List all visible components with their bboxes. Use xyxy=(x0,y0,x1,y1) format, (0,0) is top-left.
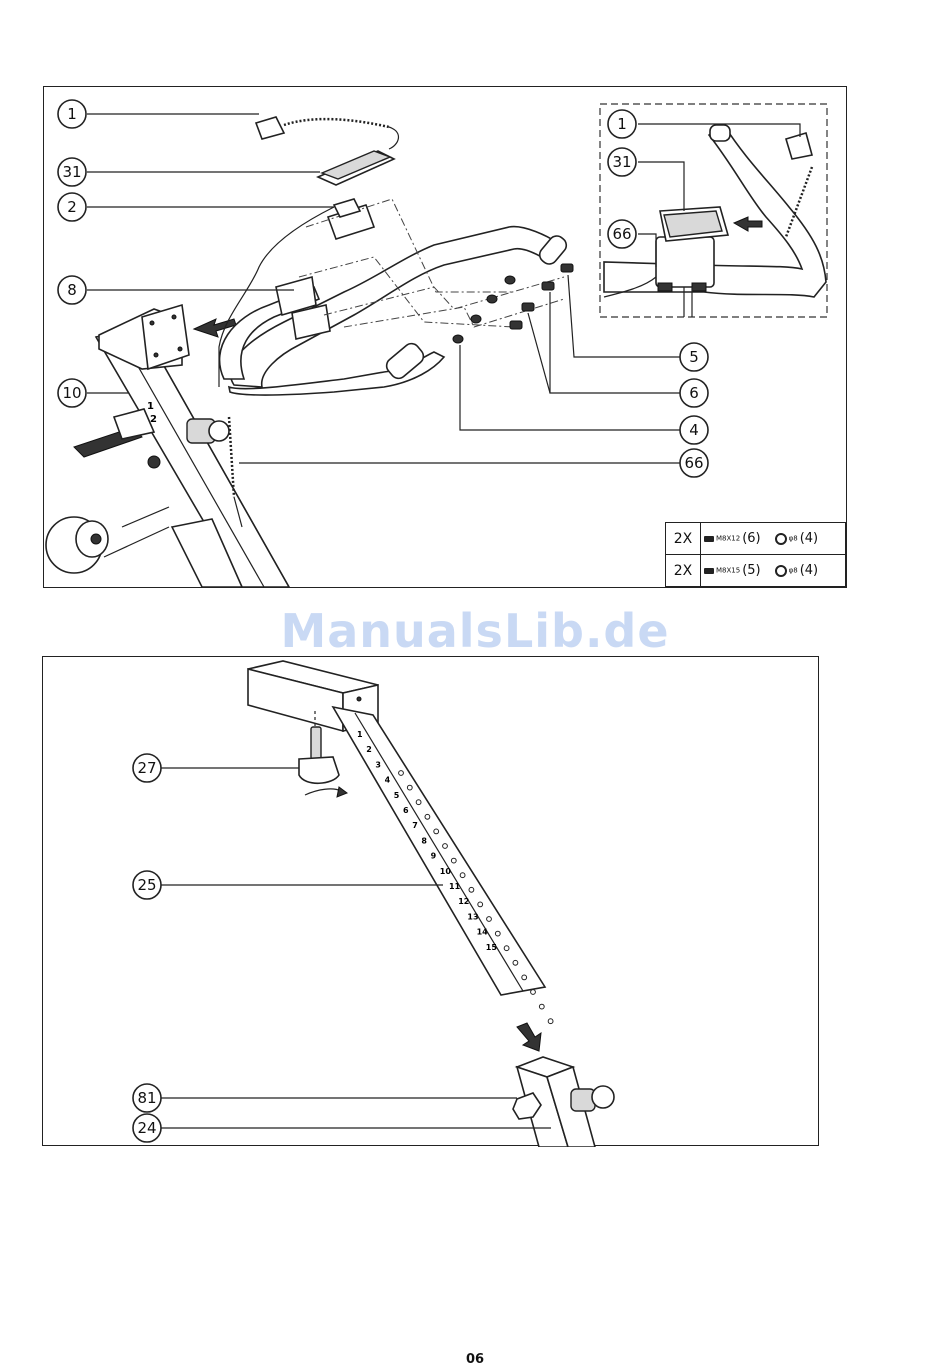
bolt-icon xyxy=(704,568,714,574)
callout-66: 66 xyxy=(680,449,708,477)
post-scale-number: 1 xyxy=(357,730,363,739)
handlebar-assembly-figure: 1 2 xyxy=(43,86,847,588)
post-hole xyxy=(539,1004,544,1009)
post-hole xyxy=(531,990,536,995)
svg-text:1: 1 xyxy=(67,105,77,123)
washer-ref: (4) xyxy=(800,531,818,546)
post-scale-number: 4 xyxy=(385,776,391,785)
callout-1: 1 xyxy=(58,100,86,128)
bolt-spec: M8X12 xyxy=(716,535,740,543)
inset-detail xyxy=(604,125,826,317)
frame-scale-2: 2 xyxy=(150,414,157,425)
bolt-set xyxy=(453,264,573,343)
hardware-qty: 2X xyxy=(666,555,701,587)
washer-icon xyxy=(775,533,787,545)
post-hole xyxy=(425,814,430,819)
handlebar xyxy=(220,205,570,395)
svg-text:31: 31 xyxy=(62,163,81,181)
post-hole xyxy=(513,960,518,965)
washer-spec: φ8 xyxy=(789,567,798,575)
svg-text:66: 66 xyxy=(684,454,703,472)
post-hole xyxy=(487,917,492,922)
callout-24: 24 xyxy=(133,1114,161,1142)
post-scale-number: 10 xyxy=(440,867,452,876)
bolt-spec: M8X15 xyxy=(716,567,740,575)
callout-2: 2 xyxy=(58,193,86,221)
post-hole xyxy=(407,785,412,790)
post-hole xyxy=(495,931,500,936)
watermark: ManualsLib.de xyxy=(0,604,950,658)
callout-6: 6 xyxy=(680,379,708,407)
washer-icon xyxy=(775,565,787,577)
post-hole xyxy=(443,844,448,849)
hardware-row: 2X M8X12(6) φ8(4) xyxy=(666,523,846,555)
callout-10: 10 xyxy=(58,379,86,407)
bolt-icon xyxy=(704,536,714,542)
post-hole xyxy=(522,975,527,980)
post-hole xyxy=(504,946,509,951)
callout-8: 8 xyxy=(58,276,86,304)
svg-text:24: 24 xyxy=(137,1119,156,1137)
svg-text:25: 25 xyxy=(137,876,156,894)
callout-81: 81 xyxy=(133,1084,161,1112)
callout-25: 25 xyxy=(133,871,161,899)
svg-text:81: 81 xyxy=(137,1089,156,1107)
post-hole xyxy=(399,771,404,776)
post-hole xyxy=(416,800,421,805)
post-hole xyxy=(478,902,483,907)
post-hole xyxy=(460,873,465,878)
post-scale-number: 12 xyxy=(458,897,469,906)
post-scale-number: 5 xyxy=(394,791,400,800)
svg-text:31: 31 xyxy=(612,153,631,171)
hardware-parts: M8X12(6) φ8(4) xyxy=(701,523,846,555)
post-hole xyxy=(451,858,456,863)
svg-text:5: 5 xyxy=(689,348,699,366)
hardware-table: 2X M8X12(6) φ8(4) 2X M8X15(5) φ8(4) xyxy=(665,522,846,587)
page-number: 06 xyxy=(0,1352,950,1367)
svg-text:8: 8 xyxy=(67,281,77,299)
svg-text:27: 27 xyxy=(137,759,156,777)
post-scale-number: 13 xyxy=(467,912,478,921)
callout-31: 31 xyxy=(58,158,86,186)
post-scale-number: 2 xyxy=(366,745,372,754)
washer-spec: φ8 xyxy=(789,535,798,543)
svg-text:4: 4 xyxy=(689,421,699,439)
post-scale-number: 3 xyxy=(375,760,381,769)
svg-text:2: 2 xyxy=(67,198,77,216)
post-scale-number: 7 xyxy=(412,821,418,830)
post-scale-number: 6 xyxy=(403,806,409,815)
post-hole xyxy=(469,887,474,892)
seat-post xyxy=(248,661,545,995)
post-scale-number: 8 xyxy=(421,836,427,845)
bolt-ref: (6) xyxy=(742,531,760,546)
handlebar-assembly-drawing: 1 2 xyxy=(44,87,848,589)
svg-text:6: 6 xyxy=(689,384,699,402)
post-scale-number: 14 xyxy=(477,928,489,937)
inset-callout-66: 66 xyxy=(608,220,636,248)
svg-text:10: 10 xyxy=(62,384,81,402)
callout-27: 27 xyxy=(133,754,161,782)
post-scale-number: 15 xyxy=(486,943,498,952)
inset-callout-1: 1 xyxy=(608,110,636,138)
hardware-qty: 2X xyxy=(666,523,701,555)
post-hole xyxy=(434,829,439,834)
post-scale-number: 11 xyxy=(449,882,461,891)
post-scale-number: 9 xyxy=(431,852,437,861)
frame-tube-lower xyxy=(513,1057,614,1147)
svg-text:1: 1 xyxy=(617,115,627,133)
post-hole xyxy=(548,1019,553,1024)
washer-ref: (4) xyxy=(800,563,818,578)
frame-scale-1: 1 xyxy=(147,401,154,412)
hardware-row: 2X M8X15(5) φ8(4) xyxy=(666,555,846,587)
bolt-ref: (5) xyxy=(742,563,760,578)
callout-5: 5 xyxy=(680,343,708,371)
inset-callout-31: 31 xyxy=(608,148,636,176)
callout-4: 4 xyxy=(680,416,708,444)
hardware-parts: M8X15(5) φ8(4) xyxy=(701,555,846,587)
svg-text:66: 66 xyxy=(612,225,631,243)
